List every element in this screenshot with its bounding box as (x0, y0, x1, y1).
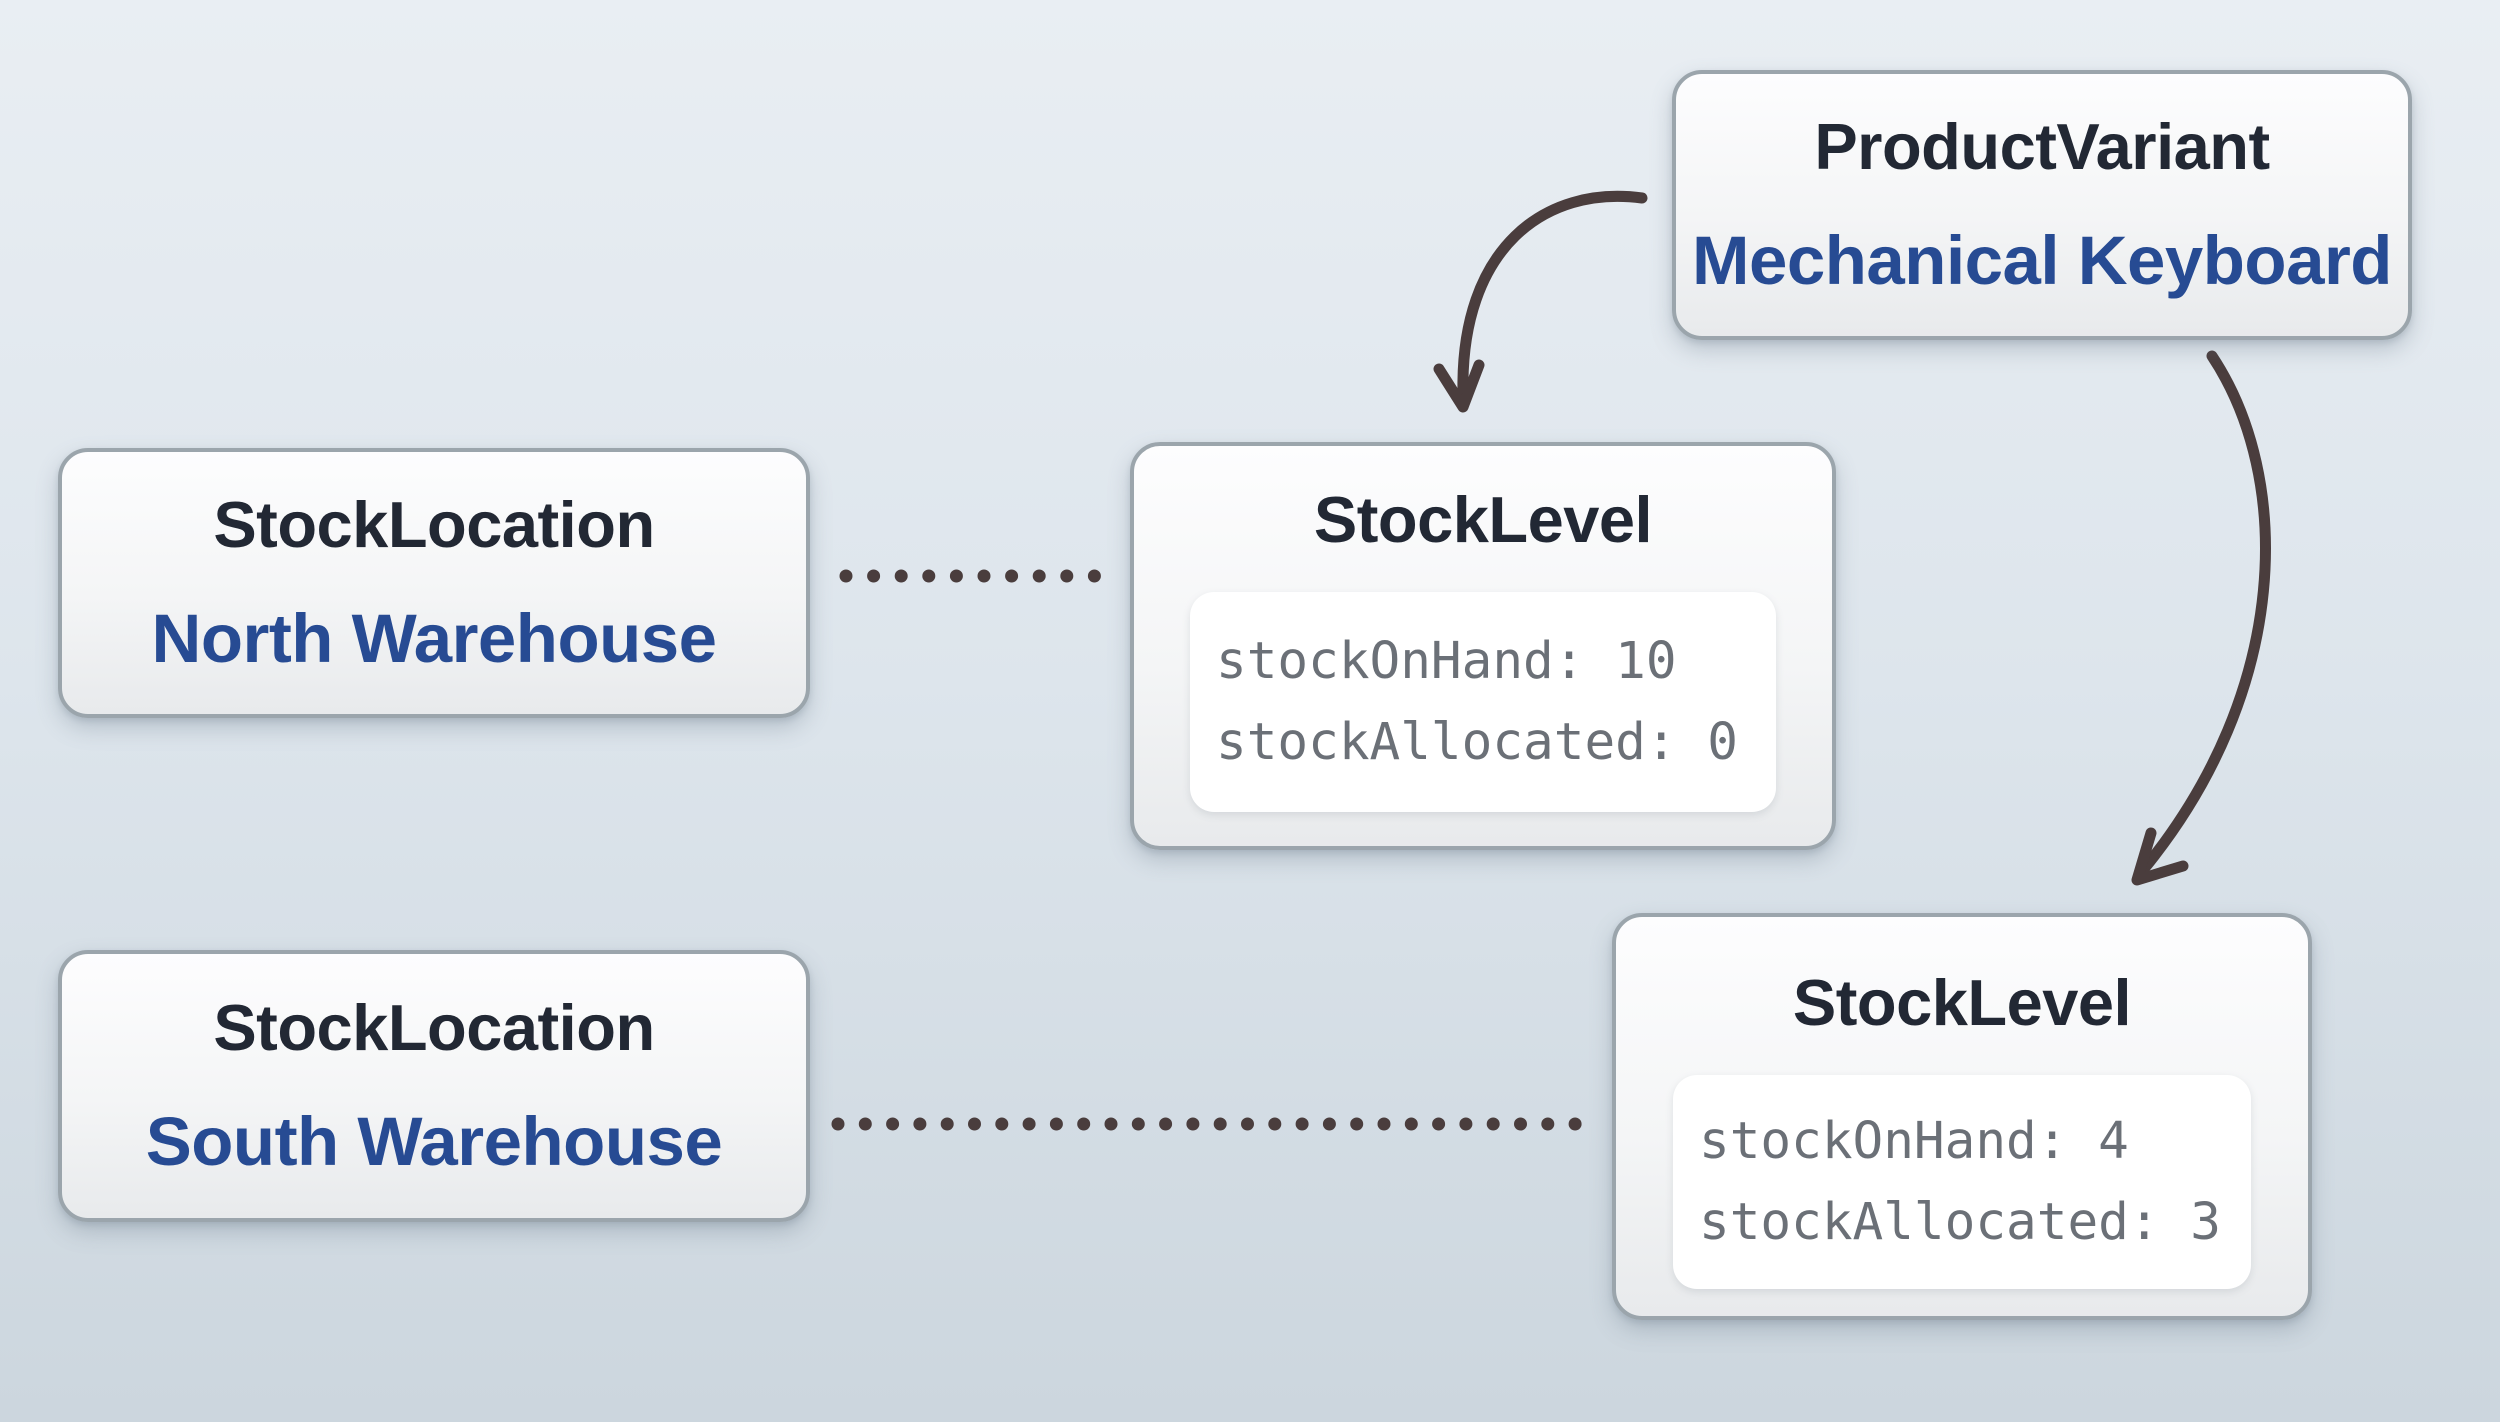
stock-field-line: stockOnHand: 4 (1699, 1112, 2129, 1172)
instance-label: Mechanical Keyboard (1692, 221, 2392, 299)
node-stock-location-south: StockLocation South Warehouse (58, 950, 810, 1222)
node-stock-level-north: StockLevel stockOnHand: 10 stockAllocate… (1130, 442, 1836, 850)
instance-label: North Warehouse (151, 599, 717, 677)
stock-fields-panel: stockOnHand: 4 stockAllocated: 3 (1673, 1075, 2251, 1290)
instance-label: South Warehouse (145, 1102, 723, 1180)
entity-title: StockLevel (1313, 483, 1653, 556)
arrow-curve (1457, 190, 1648, 399)
entity-title: ProductVariant (1814, 109, 2270, 183)
node-stock-location-north: StockLocation North Warehouse (58, 448, 810, 718)
entity-title: StockLocation (213, 990, 655, 1064)
entity-title: StockLevel (1792, 966, 2132, 1039)
stock-field-line: stockAllocated: 0 (1216, 713, 1738, 773)
stock-fields-panel: stockOnHand: 10 stockAllocated: 0 (1190, 592, 1776, 813)
node-stock-level-south: StockLevel stockOnHand: 4 stockAllocated… (1612, 913, 2312, 1320)
stock-field-line: stockOnHand: 10 (1216, 632, 1677, 692)
arrowhead-icon (1433, 359, 1485, 413)
stock-field-line: stockAllocated: 3 (1699, 1193, 2221, 1253)
arrow-product-to-stocklevel-south (2131, 350, 2271, 886)
arrowhead-icon (2131, 827, 2189, 886)
arrow-curve (2137, 350, 2271, 876)
node-product-variant: ProductVariant Mechanical Keyboard (1672, 70, 2412, 340)
arrow-product-to-stocklevel-north (1433, 190, 1648, 413)
entity-title: StockLocation (213, 487, 655, 561)
